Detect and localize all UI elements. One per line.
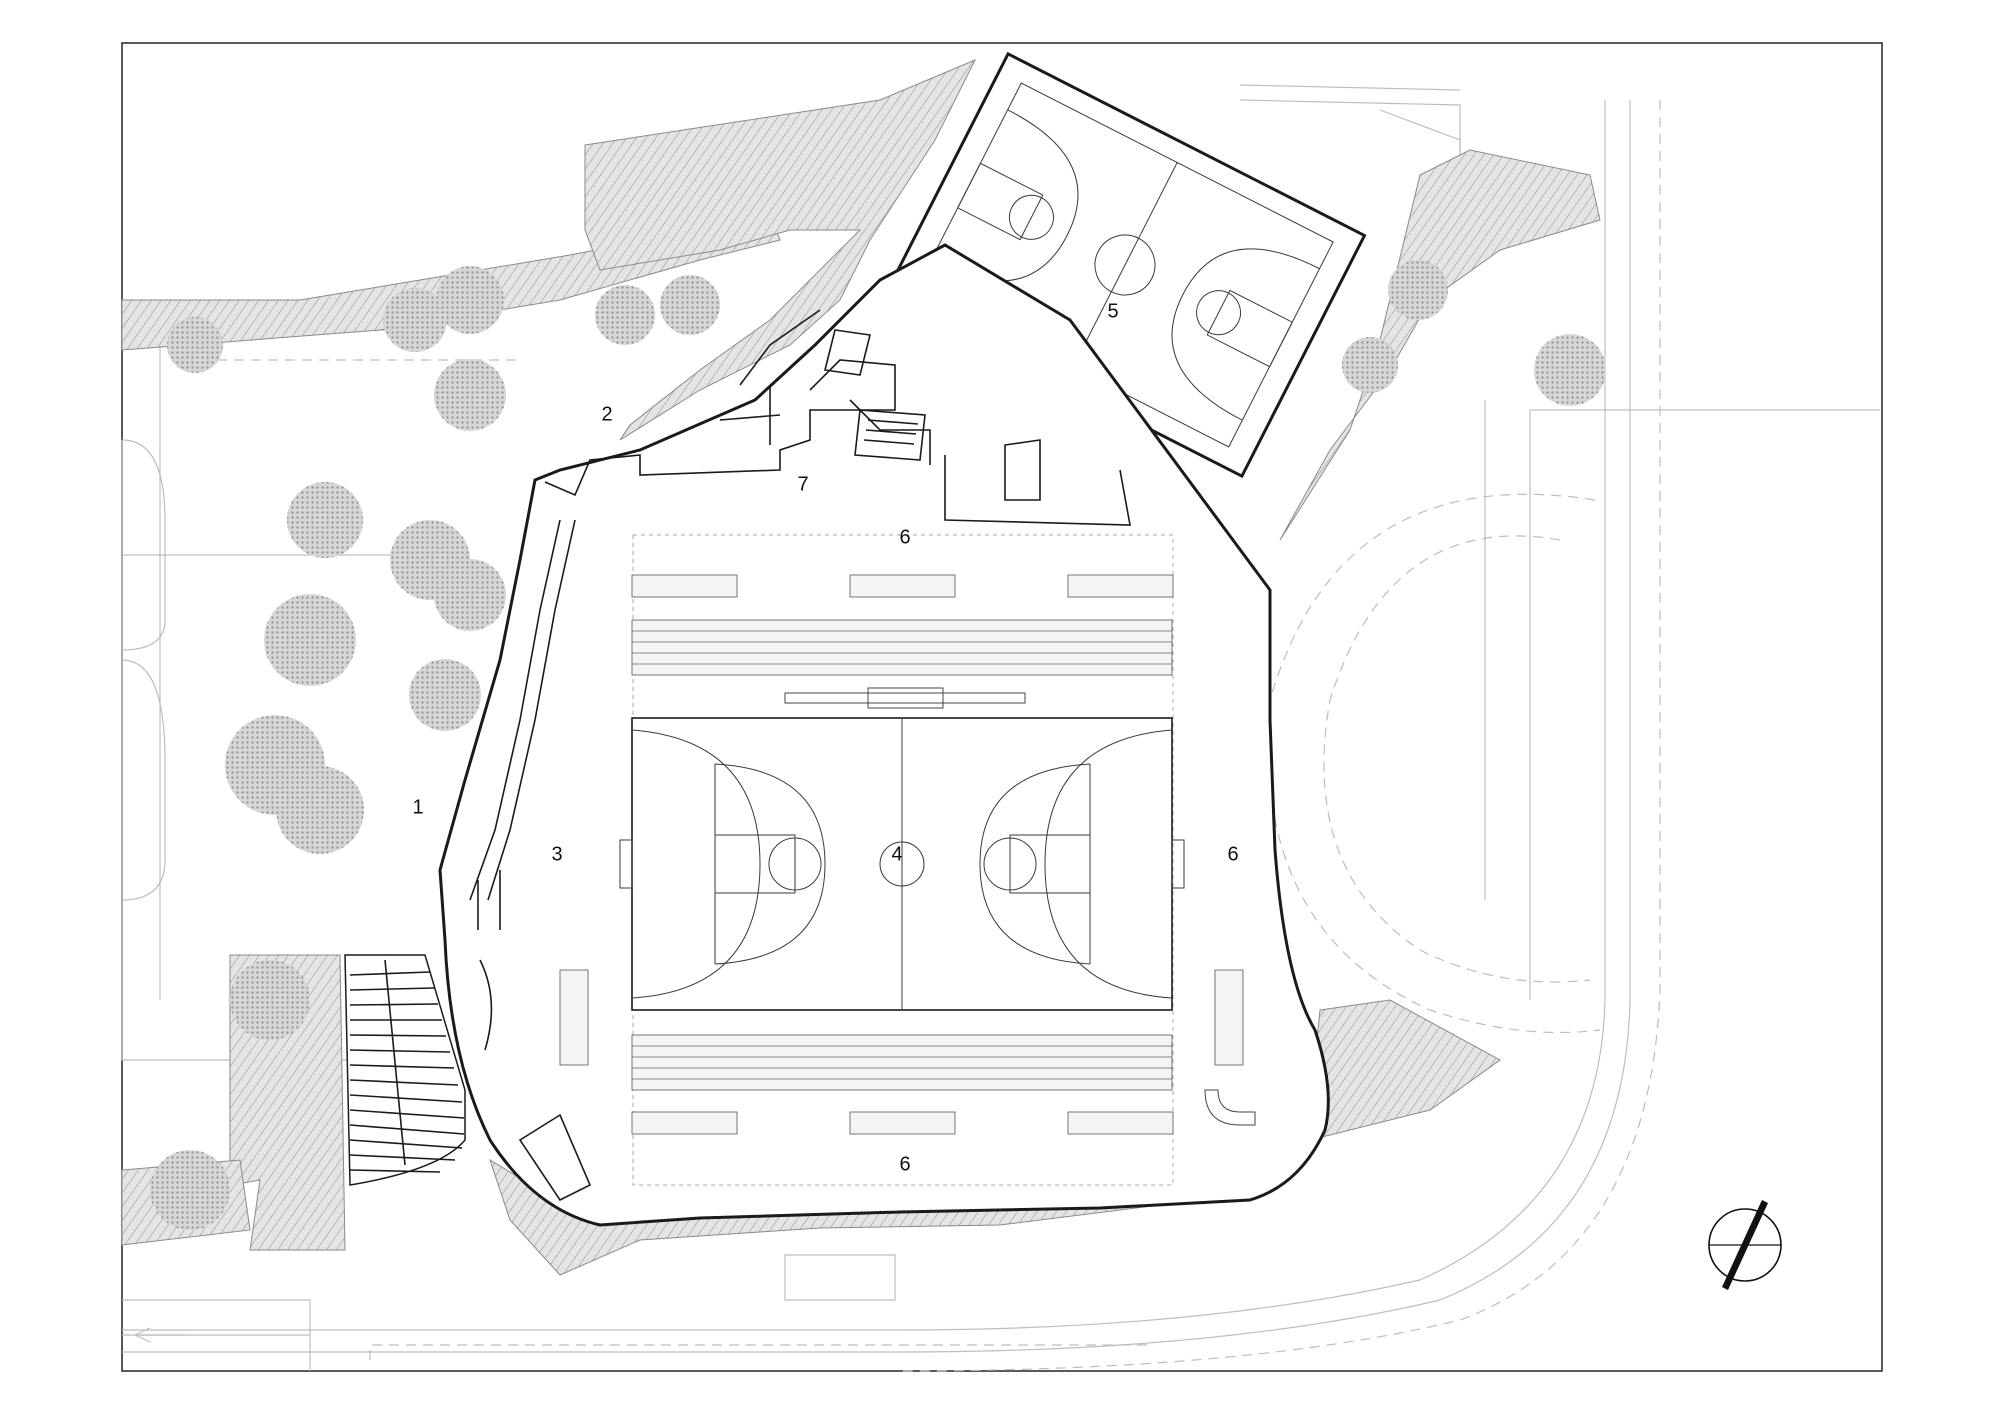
label-4: 4	[891, 843, 902, 865]
label-6-top: 6	[899, 526, 910, 548]
label-6-bottom: 6	[899, 1153, 910, 1175]
bleachers	[559, 574, 1256, 1135]
label-3: 3	[551, 843, 562, 865]
site-context-lines	[121, 84, 1880, 1372]
entrance-stairs	[344, 954, 466, 1186]
label-1: 1	[412, 796, 423, 818]
hall-floor-zone	[632, 534, 1174, 1186]
north-arrow-icon	[1708, 1200, 1782, 1290]
main-court	[619, 717, 1185, 1011]
label-6-right: 6	[1227, 843, 1238, 865]
label-5: 5	[1107, 300, 1118, 322]
label-7: 7	[797, 473, 808, 495]
room-labels: 1 2 3 4 5 6 6 6 7	[412, 300, 1238, 1175]
label-2: 2	[601, 403, 612, 425]
trees	[150, 260, 1606, 1230]
